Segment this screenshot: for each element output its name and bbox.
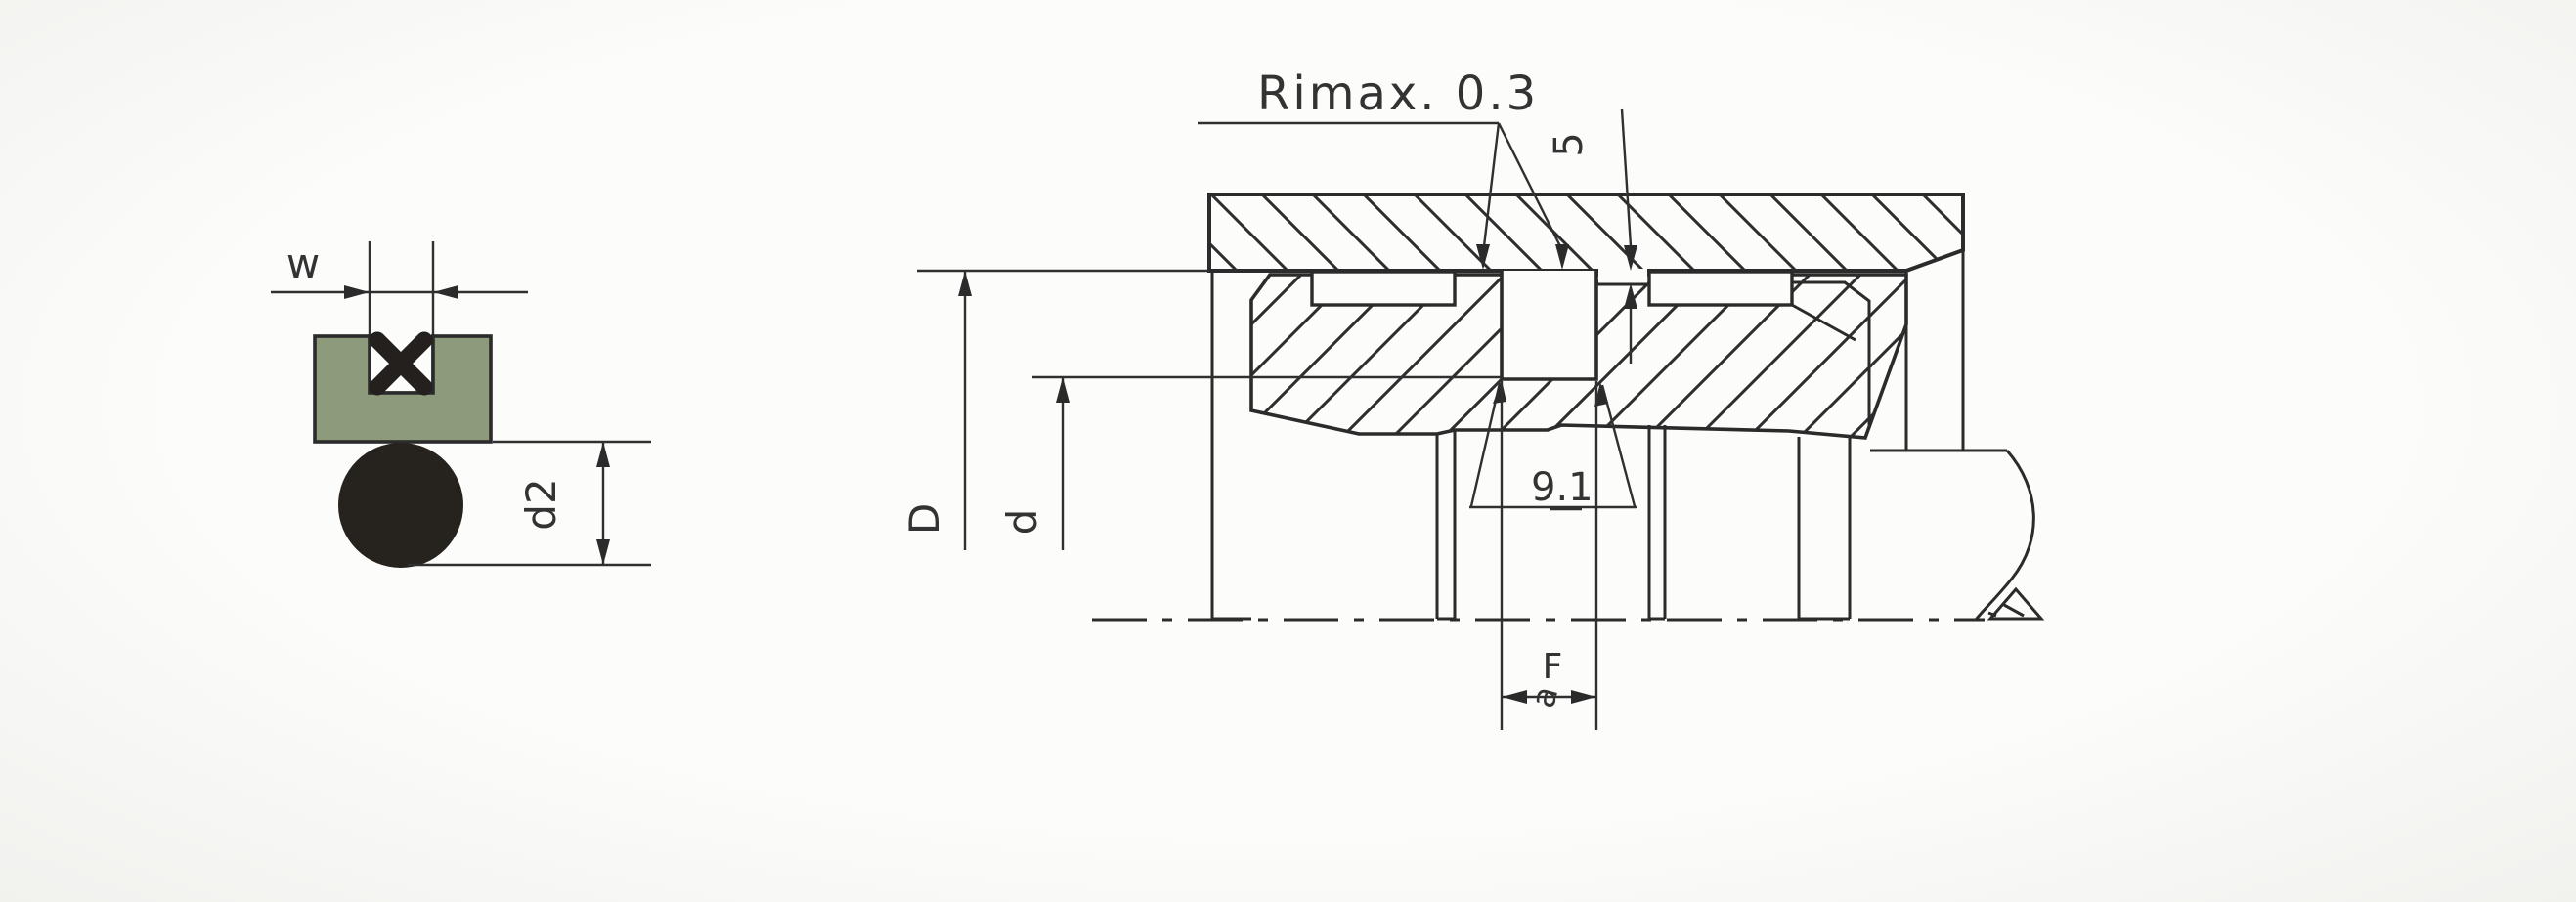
piston-leg-left [1435, 430, 1457, 621]
radius-leaders [1469, 382, 1637, 509]
groove-diameter-label: d [998, 509, 1046, 536]
installation-section-figure: D d Rimax. 0.3 5 9.1 F a [900, 66, 2045, 730]
rounded-nose-arc [1974, 450, 2035, 621]
w-arrow-right [433, 285, 458, 299]
radius-arrow-right [1594, 382, 1608, 407]
d2-arrow-bottom [596, 539, 610, 565]
radius-arrow-left [1493, 380, 1506, 404]
w-arrow-left [344, 285, 370, 299]
roughness-leaders [1198, 121, 1562, 247]
d2-arrow-top [596, 442, 610, 467]
bore-diameter-label: D [900, 503, 948, 535]
groove-width-label-top: F [1543, 647, 1563, 687]
protrusion-arrow-down [1624, 245, 1637, 271]
groove-width-arrow-right [1571, 690, 1596, 704]
protrusion-arrow-up [1624, 283, 1637, 309]
bore-arrow [958, 271, 972, 296]
groove-width-arrow-left [1502, 690, 1527, 704]
protrusion-label: 5 [1547, 132, 1592, 156]
roughness-arrow-2 [1555, 244, 1569, 270]
radius-label: 9.1 [1531, 465, 1594, 510]
left-wear-ring [1310, 270, 1457, 307]
axis-triangle-marker [1987, 586, 2045, 621]
roughness-arrow-1 [1476, 244, 1490, 270]
seal-cross-section-figure: w d2 [271, 239, 651, 568]
piston-leg-right [1797, 437, 1852, 621]
groove-width-extension-lines [1500, 381, 1598, 730]
x-mark-icon [369, 331, 433, 396]
land-recess [1598, 269, 1647, 283]
groove-root-arrow [1056, 377, 1070, 403]
cylinder-wall-section [1207, 193, 1965, 273]
seal-notch-outline [368, 334, 435, 395]
right-wear-ring [1647, 270, 1794, 307]
protrusion-dimension-lines [1620, 108, 1633, 364]
roughness-note: Rimax. 0.3 [1257, 66, 1539, 121]
w-label: w [286, 239, 320, 287]
o-ring-section [338, 443, 463, 568]
seal-groove-outline [1500, 269, 1598, 381]
d2-extension-lines [408, 440, 651, 567]
piston-leg-middle [1647, 425, 1667, 621]
piston-left-face [1210, 271, 1251, 621]
d2-label: d2 [517, 478, 565, 530]
seal-groove-void [1502, 271, 1596, 379]
shoulder-chamfer-lines [1791, 280, 1871, 425]
